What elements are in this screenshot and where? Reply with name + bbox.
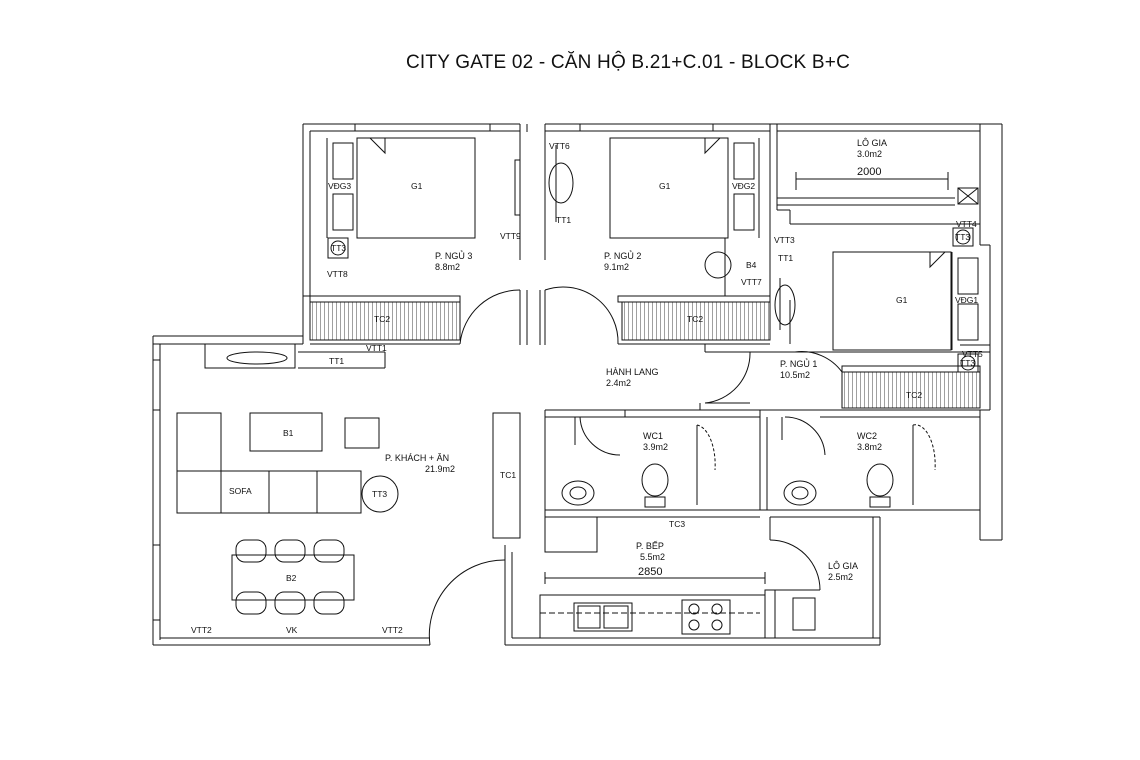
- vtt9-label: VTT9: [500, 231, 521, 241]
- balcony-bottom-area: 2.5m2: [828, 572, 853, 582]
- tt1-label: TT1: [329, 356, 344, 366]
- wc1-name: WC1: [643, 431, 663, 441]
- tc3-label: TC3: [669, 519, 685, 529]
- vtt8-label: VTT8: [327, 269, 348, 279]
- vtt3-label: VTT3: [774, 235, 795, 245]
- nightstand-label: VĐG3: [328, 181, 351, 191]
- vtt6-label: VTT6: [549, 141, 570, 151]
- bed-label: G1: [411, 181, 423, 191]
- nightstand-label: VĐG1: [955, 295, 978, 305]
- sofa-label: SOFA: [229, 486, 252, 496]
- vtt2-label: VTT2: [191, 625, 212, 635]
- tc1-label: TC1: [500, 470, 516, 480]
- plan-title: CITY GATE 02 - CĂN HỘ B.21+C.01 - BLOCK …: [406, 52, 850, 73]
- dimension-lines: [540, 172, 949, 614]
- vtt5-label: VTT5: [962, 349, 983, 359]
- living-name: P. KHÁCH + ĂN: [385, 453, 449, 463]
- bedroom2-name: P. NGỦ 2: [604, 250, 641, 261]
- wc2-name: WC2: [857, 431, 877, 441]
- bed-label: G1: [659, 181, 671, 191]
- bedroom3-name: P. NGỦ 3: [435, 250, 472, 261]
- tc2-label: TC2: [906, 390, 922, 400]
- bedroom1-name: P. NGỦ 1: [780, 358, 817, 369]
- tc2-label: TC2: [687, 314, 703, 324]
- balcony-bottom-name: LÔ GIA: [828, 561, 858, 571]
- balcony-top-name: LÔ GIA: [857, 138, 887, 148]
- tt3-label: TT3: [955, 232, 970, 242]
- kitchen-dimension: 2850: [638, 566, 662, 578]
- vtt2-label: VTT2: [382, 625, 403, 635]
- kitchen-area: 5.5m2: [640, 552, 665, 562]
- tt1-label: TT1: [556, 215, 571, 225]
- beds: [326, 137, 979, 351]
- wc1-area: 3.9m2: [643, 442, 668, 452]
- dining-chairs: [235, 539, 345, 615]
- balcony-dimension: 2000: [857, 166, 881, 178]
- b1-label: B1: [283, 428, 294, 438]
- dimension-labels: 2000 2850: [638, 166, 881, 578]
- wc2-area: 3.8m2: [857, 442, 882, 452]
- tt3-label: TT3: [960, 358, 975, 368]
- tt1-label: TT1: [778, 253, 793, 263]
- vtt7-label: VTT7: [741, 277, 762, 287]
- furniture: [176, 145, 979, 635]
- hallway-name: HÀNH LANG: [606, 367, 659, 377]
- room-labels: P. NGỦ 3 8.8m2 P. NGỦ 2 9.1m2 P. NGỦ 1 1…: [385, 138, 887, 582]
- bedroom3-area: 8.8m2: [435, 262, 460, 272]
- tc2-label: TC2: [374, 314, 390, 324]
- bedroom2-area: 9.1m2: [604, 262, 629, 272]
- living-area: 21.9m2: [425, 464, 455, 474]
- hallway-area: 2.4m2: [606, 378, 631, 388]
- nightstand-label: VĐG2: [732, 181, 755, 191]
- tt3-label: TT3: [331, 243, 346, 253]
- bedroom1-area: 10.5m2: [780, 370, 810, 380]
- balcony-top-area: 3.0m2: [857, 149, 882, 159]
- b2-label: B2: [286, 573, 297, 583]
- wardrobes: [309, 295, 981, 409]
- doors: [428, 286, 936, 646]
- fixture-labels: G1 G1 G1 VĐG3 VĐG2 VĐG1 TT3 TT3 TT3 TT3 …: [191, 141, 983, 635]
- vk-label: VK: [286, 625, 298, 635]
- b4-label: B4: [746, 260, 757, 270]
- kitchen-name: P. BẾP: [636, 541, 664, 551]
- tt3-label: TT3: [372, 489, 387, 499]
- vtt1-label: VTT1: [366, 343, 387, 353]
- vtt4-label: VTT4: [956, 219, 977, 229]
- bed-label: G1: [896, 295, 908, 305]
